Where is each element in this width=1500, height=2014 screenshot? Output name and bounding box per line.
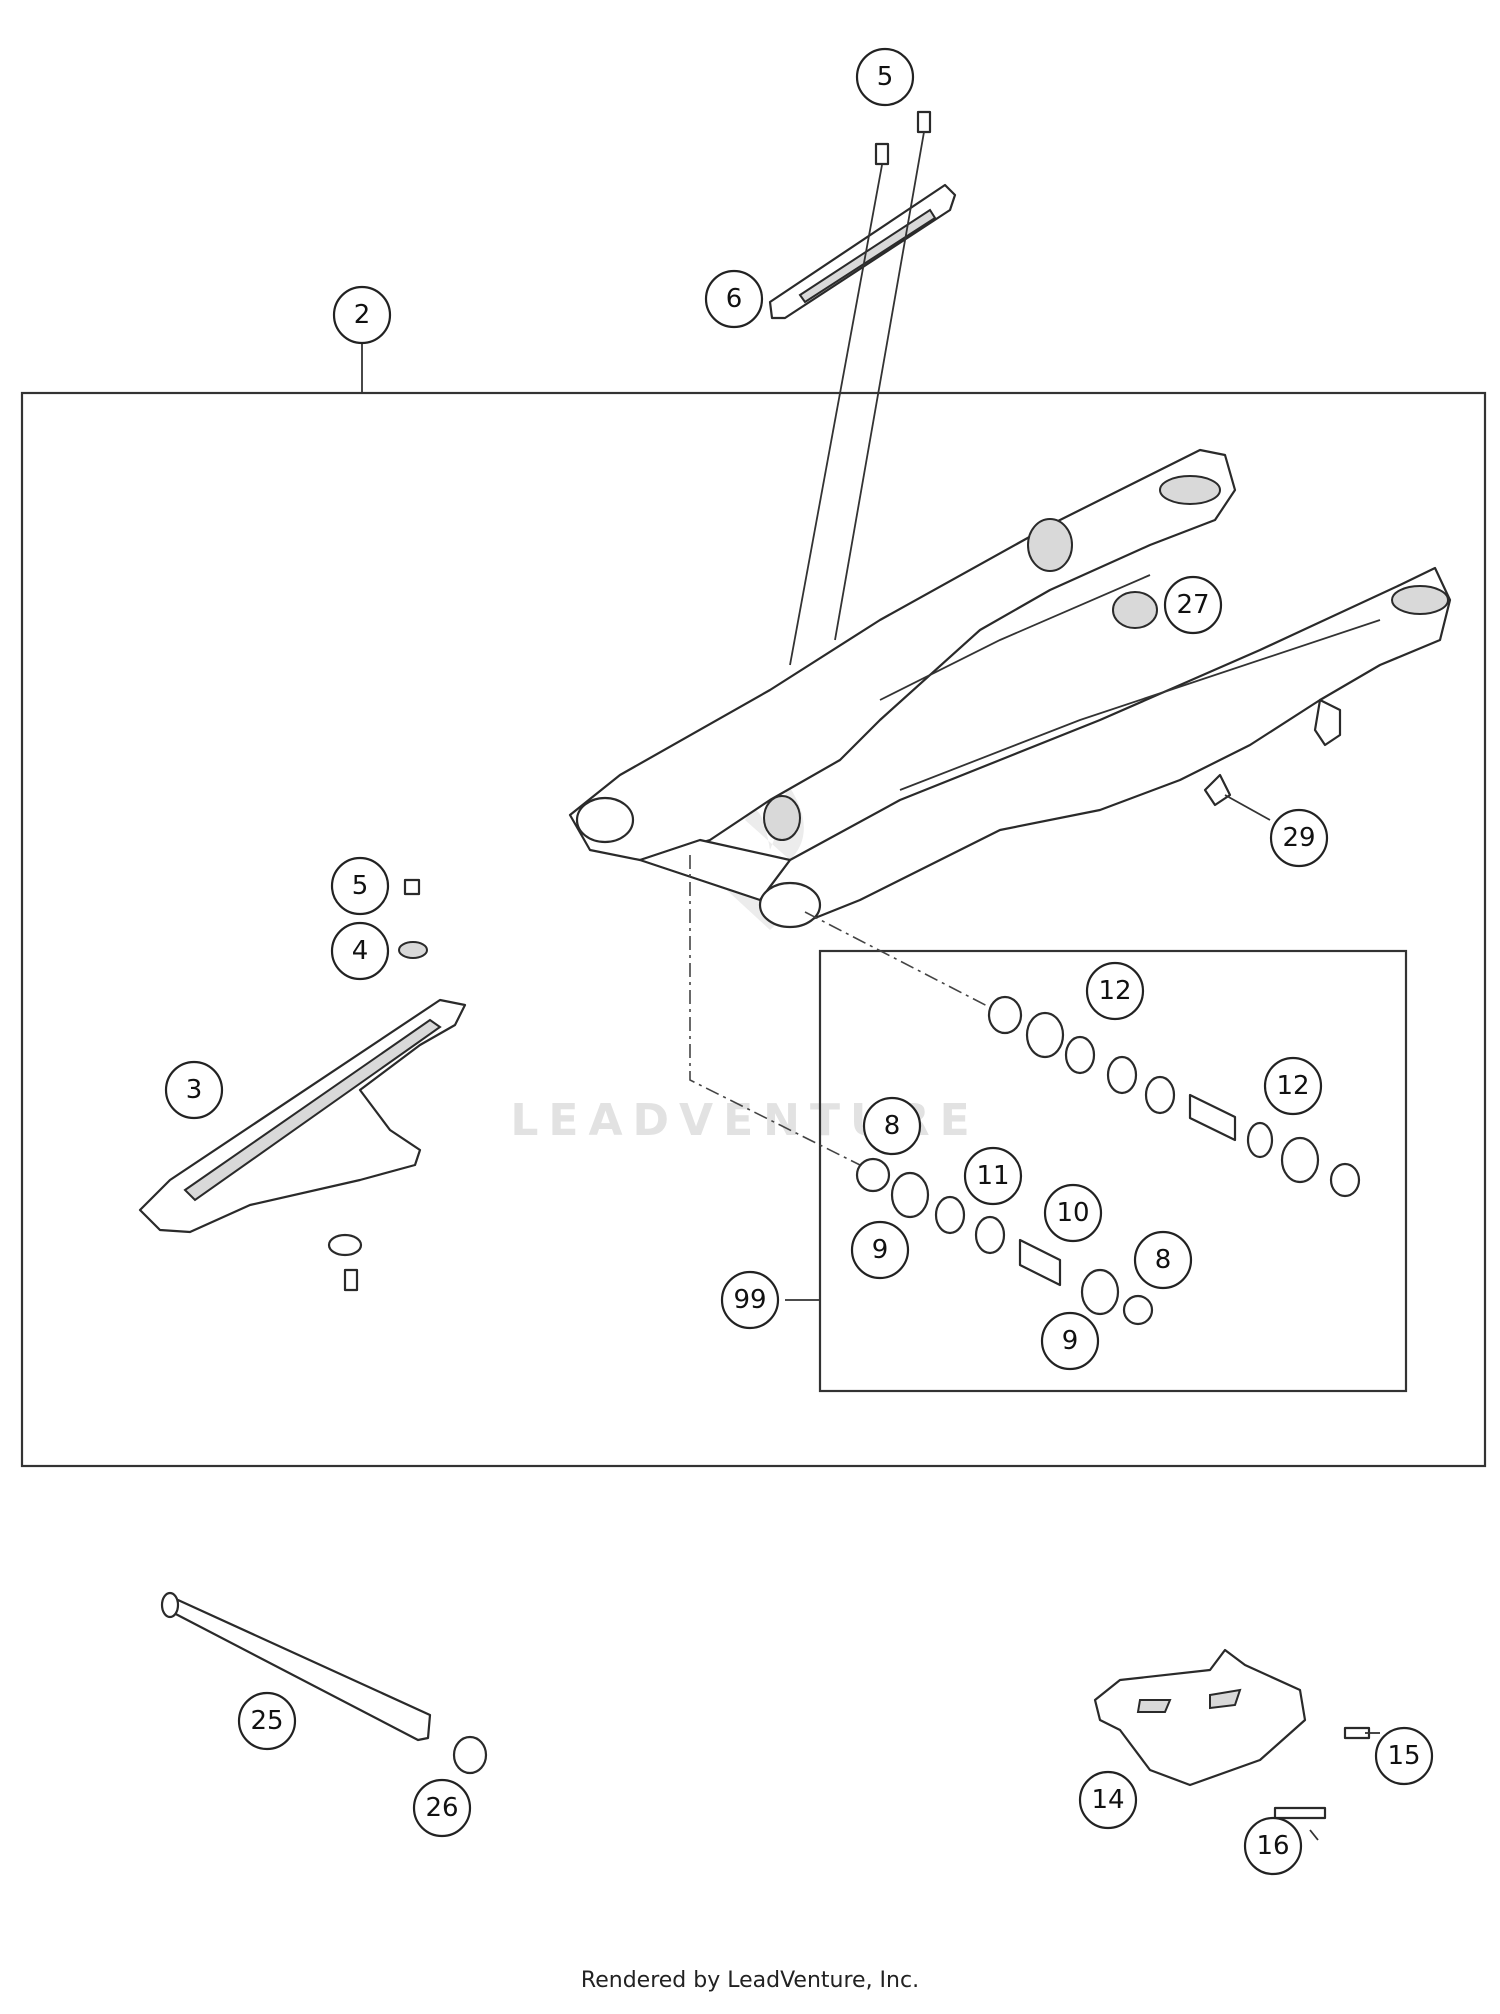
svg-text:29: 29 bbox=[1282, 823, 1315, 853]
callout-12-top: 12 bbox=[1085, 961, 1145, 1021]
svg-text:4: 4 bbox=[352, 936, 369, 966]
callout-9-bottom: 9 bbox=[1040, 1311, 1100, 1371]
chain-slider-top-part bbox=[768, 110, 957, 666]
svg-text:12: 12 bbox=[1098, 976, 1131, 1006]
chain-slider-bottom-part bbox=[138, 878, 467, 1292]
callout-4: 4 bbox=[330, 921, 390, 981]
svg-text:12: 12 bbox=[1276, 1071, 1309, 1101]
svg-text:9: 9 bbox=[872, 1235, 889, 1265]
svg-text:2: 2 bbox=[354, 300, 371, 330]
svg-text:15: 15 bbox=[1387, 1741, 1420, 1771]
svg-text:6: 6 bbox=[726, 284, 743, 314]
svg-text:3: 3 bbox=[186, 1075, 203, 1105]
callout-9-top: 9 bbox=[850, 1220, 910, 1280]
callout-99: 99 bbox=[720, 1270, 780, 1330]
callout-6: 6 bbox=[704, 269, 764, 329]
svg-text:9: 9 bbox=[1062, 1326, 1079, 1356]
callout-29: 29 bbox=[1269, 808, 1329, 868]
svg-text:10: 10 bbox=[1056, 1198, 1089, 1228]
swingarm-assembly-frame bbox=[20, 391, 1487, 1468]
callout-5-left: 5 bbox=[330, 856, 390, 916]
callout-27: 27 bbox=[1163, 575, 1223, 635]
svg-text:8: 8 bbox=[884, 1111, 901, 1141]
chain-guide-part bbox=[1093, 1648, 1371, 1820]
callout-12-right: 12 bbox=[1263, 1056, 1323, 1116]
svg-text:27: 27 bbox=[1176, 590, 1209, 620]
callout-10: 10 bbox=[1043, 1183, 1103, 1243]
callout-16: 16 bbox=[1243, 1816, 1303, 1876]
svg-text:5: 5 bbox=[352, 871, 369, 901]
svg-text:14: 14 bbox=[1091, 1785, 1124, 1815]
callout-14: 14 bbox=[1078, 1770, 1138, 1830]
callout-8-bottom: 8 bbox=[1133, 1230, 1193, 1290]
lower-bearing-set bbox=[855, 1157, 1154, 1326]
svg-text:25: 25 bbox=[250, 1706, 283, 1736]
svg-text:11: 11 bbox=[976, 1161, 1009, 1191]
callout-3: 3 bbox=[164, 1060, 224, 1120]
bearing-kit-frame bbox=[818, 949, 1408, 1393]
footer-credit: Rendered by LeadVenture, Inc. bbox=[580, 1968, 920, 1993]
callout-8-top: 8 bbox=[862, 1096, 922, 1156]
callout-5-top: 5 bbox=[855, 47, 915, 107]
callout-11: 11 bbox=[963, 1146, 1023, 1206]
plug-27-part bbox=[1112, 591, 1158, 629]
callout-25: 25 bbox=[237, 1691, 297, 1751]
callout-26: 26 bbox=[412, 1778, 472, 1838]
upper-bearing-set bbox=[987, 995, 1361, 1198]
callout-15: 15 bbox=[1374, 1726, 1434, 1786]
svg-text:99: 99 bbox=[733, 1285, 766, 1315]
svg-text:5: 5 bbox=[877, 62, 894, 92]
svg-text:26: 26 bbox=[425, 1793, 458, 1823]
callout-2: 2 bbox=[332, 285, 392, 345]
swingarm-axle-part bbox=[160, 1591, 488, 1775]
svg-text:16: 16 bbox=[1256, 1831, 1289, 1861]
swingarm-part bbox=[568, 448, 1452, 929]
svg-text:8: 8 bbox=[1155, 1245, 1172, 1275]
